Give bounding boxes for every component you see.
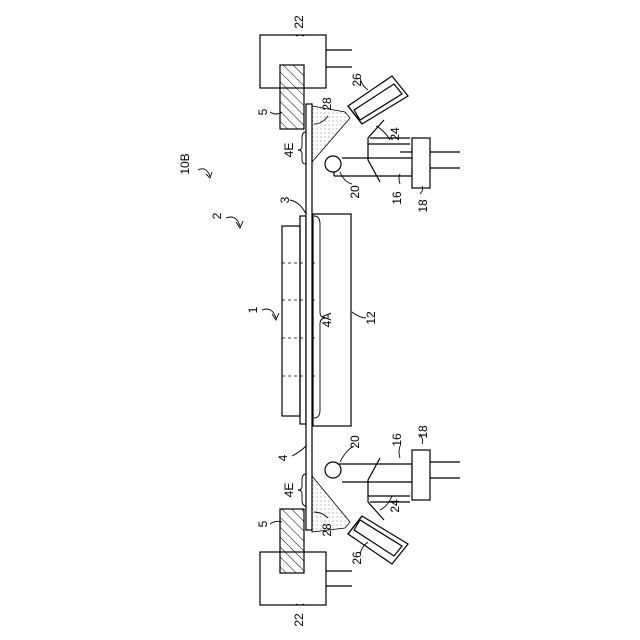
label-22-top: 22 bbox=[292, 15, 306, 29]
bottom-roller bbox=[325, 462, 341, 478]
label-20-top: 20 bbox=[348, 185, 362, 199]
label-28-top: 28 bbox=[320, 97, 334, 111]
bottom-arm bbox=[334, 464, 412, 482]
label-5-bottom: 5 bbox=[256, 520, 270, 527]
label-28-bottom: 28 bbox=[320, 523, 334, 537]
top-edge-brace bbox=[298, 132, 306, 164]
label-4e-bottom: 4E bbox=[282, 483, 296, 498]
label-5-top: 5 bbox=[256, 108, 270, 115]
label-2: 2 bbox=[210, 212, 224, 219]
label-20-bottom: 20 bbox=[348, 435, 362, 449]
top-mount bbox=[400, 138, 460, 188]
label-3: 3 bbox=[278, 196, 292, 203]
apparatus-arrow bbox=[198, 169, 212, 178]
label-4a: 4A bbox=[320, 313, 334, 328]
label-4: 4 bbox=[276, 454, 290, 461]
label-4e-top: 4E bbox=[282, 143, 296, 158]
label-18-bottom: 18 bbox=[416, 425, 430, 439]
tape bbox=[306, 104, 312, 530]
label-10b: 10B bbox=[178, 153, 192, 174]
label-26-top: 26 bbox=[350, 73, 364, 87]
label-24-top: 24 bbox=[388, 127, 402, 141]
top-holding-block bbox=[260, 35, 352, 88]
label-16-bottom: 16 bbox=[390, 433, 404, 447]
top-clamp bbox=[280, 65, 304, 129]
top-arm bbox=[334, 158, 412, 176]
label-1: 1 bbox=[246, 306, 260, 313]
assembly-arrow bbox=[226, 217, 243, 228]
label-24-bottom: 24 bbox=[388, 499, 402, 513]
label-22-bottom: 22 bbox=[292, 613, 306, 627]
bottom-mount bbox=[412, 450, 460, 500]
label-26-bottom: 26 bbox=[350, 551, 364, 565]
wafer-arrow bbox=[262, 309, 279, 320]
bottom-edge-brace bbox=[298, 474, 306, 506]
top-spray-zone bbox=[312, 106, 350, 162]
label-18-top: 18 bbox=[416, 199, 430, 213]
label-12: 12 bbox=[364, 311, 378, 325]
bottom-holding-block bbox=[260, 552, 352, 605]
bottom-clamp bbox=[280, 509, 304, 573]
top-roller bbox=[325, 156, 341, 172]
label-16-top: 16 bbox=[390, 191, 404, 205]
